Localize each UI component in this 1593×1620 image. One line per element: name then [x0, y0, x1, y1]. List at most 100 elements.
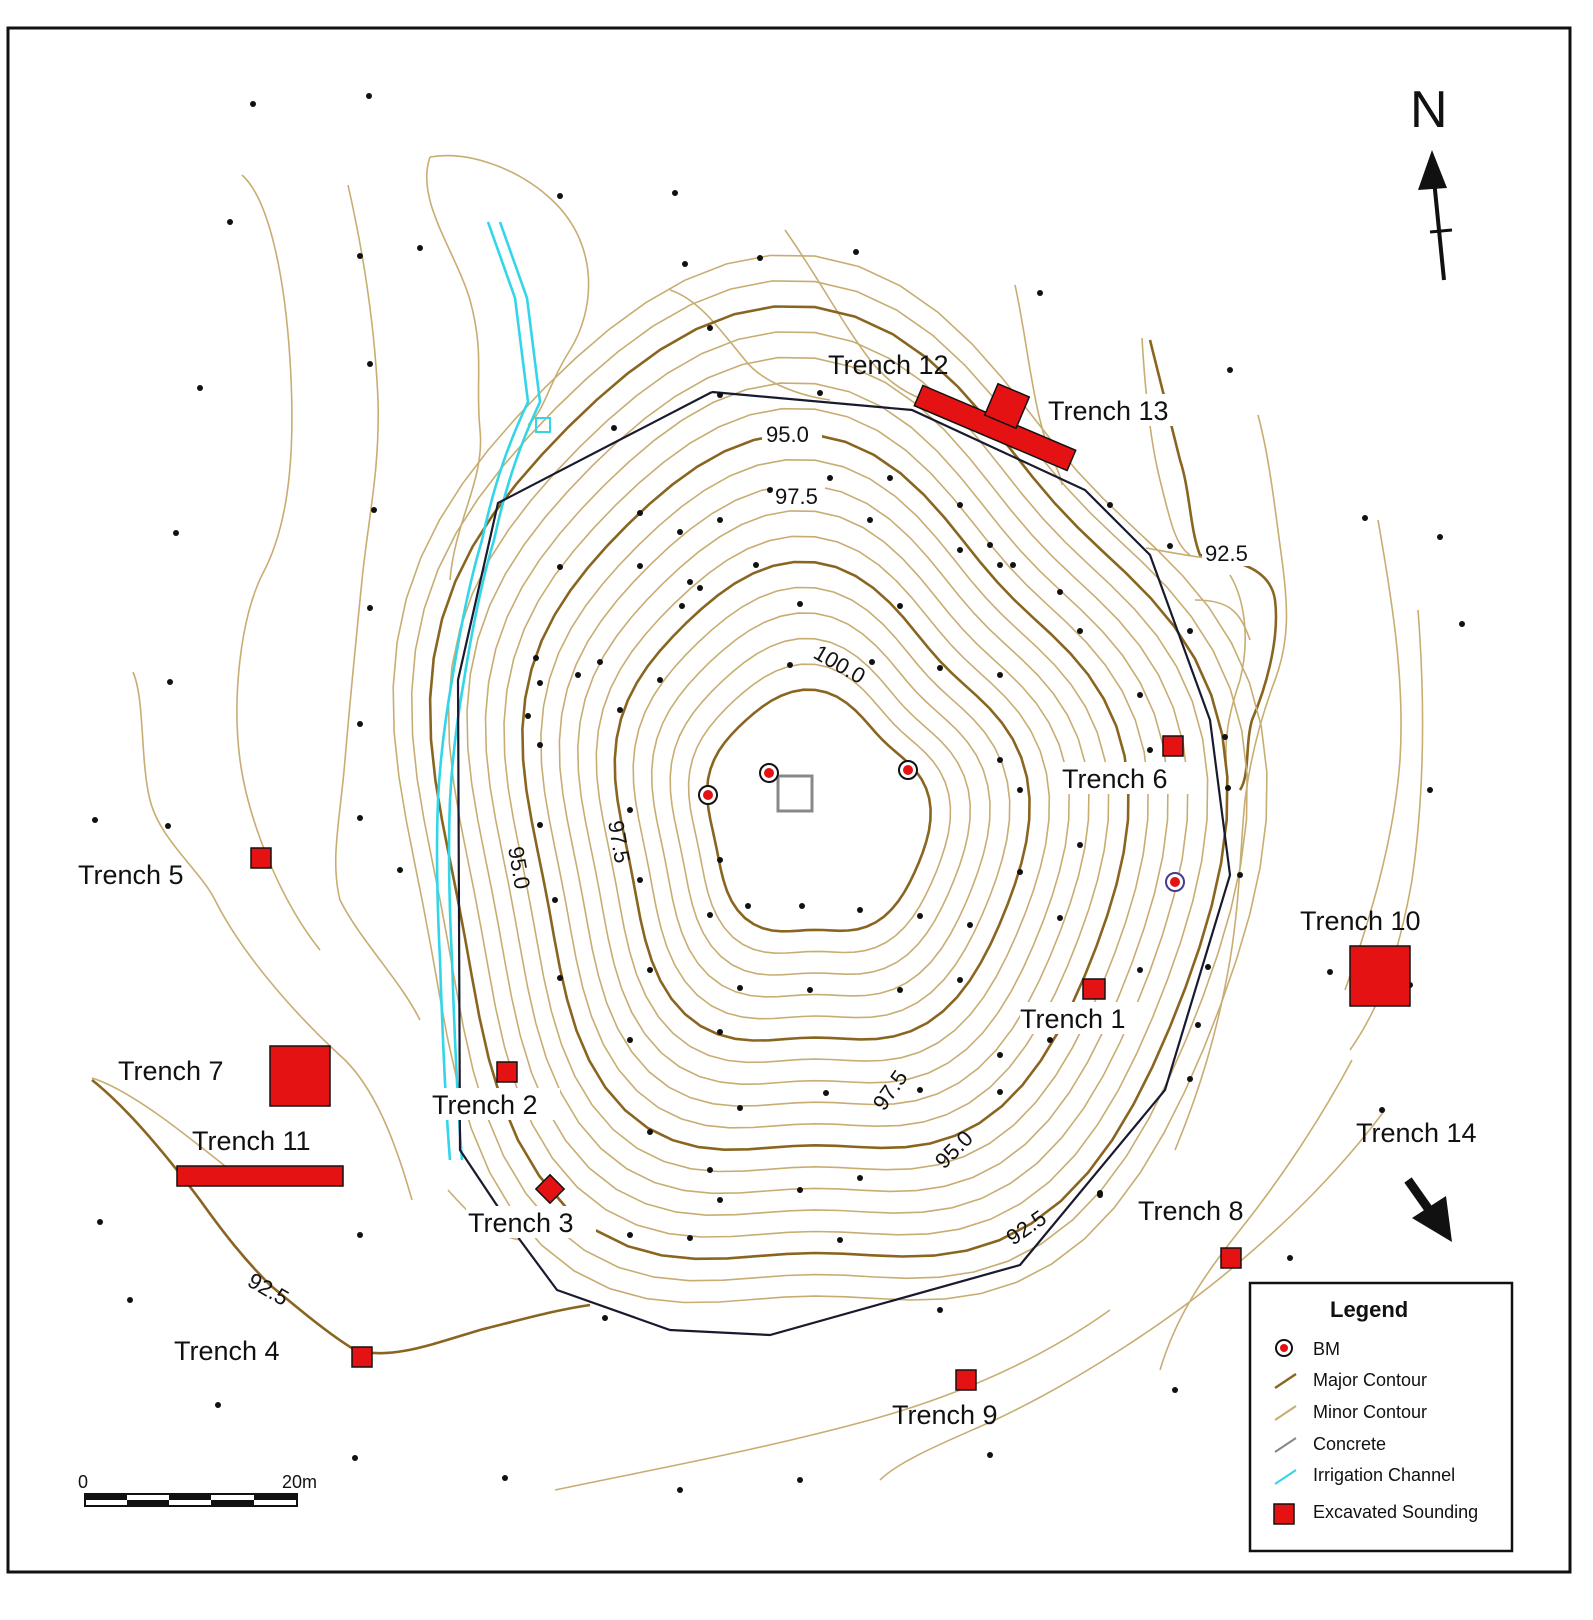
survey-point [537, 822, 543, 828]
survey-point [987, 542, 993, 548]
survey-point [367, 605, 373, 611]
north-arrow-head-icon [1418, 150, 1447, 190]
benchmarks [698, 760, 1185, 892]
svg-text:Minor Contour: Minor Contour [1313, 1402, 1427, 1422]
survey-point [197, 385, 203, 391]
survey-point [827, 475, 833, 481]
survey-point [957, 977, 963, 983]
survey-point [165, 823, 171, 829]
survey-point [1017, 869, 1023, 875]
survey-point [627, 1037, 633, 1043]
trench-10-label: Trench 10 [1300, 906, 1421, 936]
survey-point [1327, 969, 1333, 975]
survey-point [869, 659, 875, 665]
survey-point [677, 1487, 683, 1493]
survey-point [627, 807, 633, 813]
survey-point [1057, 915, 1063, 921]
survey-point [1147, 747, 1153, 753]
survey-point [575, 672, 581, 678]
trench-9-sounding [955, 1369, 977, 1391]
survey-point [957, 502, 963, 508]
survey-point [887, 475, 893, 481]
scale-end-label: 20m [282, 1472, 317, 1492]
survey-point [717, 1029, 723, 1035]
survey-point [647, 1129, 653, 1135]
survey-point [215, 1402, 221, 1408]
trench-7-label: Trench 7 [118, 1056, 224, 1086]
survey-point [997, 1052, 1003, 1058]
survey-point [997, 672, 1003, 678]
survey-point [672, 190, 678, 196]
excavated-sounding-swatch [1273, 1503, 1295, 1525]
survey-point [937, 1307, 943, 1313]
concrete-structure [776, 774, 814, 813]
survey-point [707, 325, 713, 331]
survey-point [1437, 534, 1443, 540]
survey-point [807, 987, 813, 993]
survey-point [897, 603, 903, 609]
survey-point [637, 563, 643, 569]
survey-point [1167, 543, 1173, 549]
survey-point [1047, 1037, 1053, 1043]
survey-point [167, 679, 173, 685]
survey-point [357, 815, 363, 821]
survey-point [352, 1455, 358, 1461]
survey-point [1237, 872, 1243, 878]
survey-point [602, 1315, 608, 1321]
survey-point [1187, 1076, 1193, 1082]
svg-text:BM: BM [1313, 1339, 1340, 1359]
survey-point [647, 967, 653, 973]
trench-11-label: Trench 11 [192, 1126, 311, 1156]
scale-start-label: 0 [78, 1472, 88, 1492]
survey-point [745, 903, 751, 909]
trench-2-sounding [496, 1061, 518, 1083]
survey-point [737, 985, 743, 991]
survey-point [357, 1232, 363, 1238]
trench-1-sounding [1082, 978, 1106, 1000]
concrete-swatch [1274, 1437, 1297, 1453]
mound-contours [392, 254, 1268, 1304]
bm-icon [1165, 872, 1185, 892]
survey-point [857, 1175, 863, 1181]
north-label: N [1410, 81, 1448, 139]
survey-point [1172, 1387, 1178, 1393]
survey-point [92, 817, 98, 823]
survey-point [937, 665, 943, 671]
survey-point [1037, 290, 1043, 296]
trench-4-sounding [351, 1346, 373, 1368]
survey-point [525, 713, 531, 719]
arrow-down-right-icon [1404, 1177, 1452, 1242]
trench-5-sounding [250, 847, 272, 869]
survey-point [397, 867, 403, 873]
survey-point [250, 101, 256, 107]
survey-point [682, 261, 688, 267]
survey-point [657, 677, 663, 683]
bm-icon [898, 760, 918, 780]
survey-point [1379, 1107, 1385, 1113]
survey-point [867, 517, 873, 523]
minor-contour-line [632, 586, 1011, 1020]
survey-point [1097, 1192, 1103, 1198]
survey-point [917, 1087, 923, 1093]
survey-point [837, 1237, 843, 1243]
survey-point [597, 659, 603, 665]
trench-13-sounding [983, 382, 1031, 430]
trench-6-sounding [1162, 735, 1184, 757]
contour-label-95-top: 95.0 [766, 422, 809, 447]
svg-text:Excavated Sounding: Excavated Sounding [1313, 1502, 1478, 1522]
legend-title: Legend [1330, 1297, 1408, 1322]
survey-point [707, 1167, 713, 1173]
minor-contour-line [558, 484, 1090, 1107]
survey-point [1227, 367, 1233, 373]
survey-point [367, 361, 373, 367]
survey-point [637, 877, 643, 883]
survey-point [987, 1452, 993, 1458]
survey-point [997, 562, 1003, 568]
survey-point [357, 721, 363, 727]
trench-1-label: Trench 1 [1020, 1004, 1126, 1034]
contour-label-975-top: 97.5 [775, 484, 818, 509]
survey-point [823, 1090, 829, 1096]
minor-contour-line [576, 510, 1070, 1086]
trench-10-sounding [1349, 945, 1411, 1007]
survey-point [997, 1089, 1003, 1095]
